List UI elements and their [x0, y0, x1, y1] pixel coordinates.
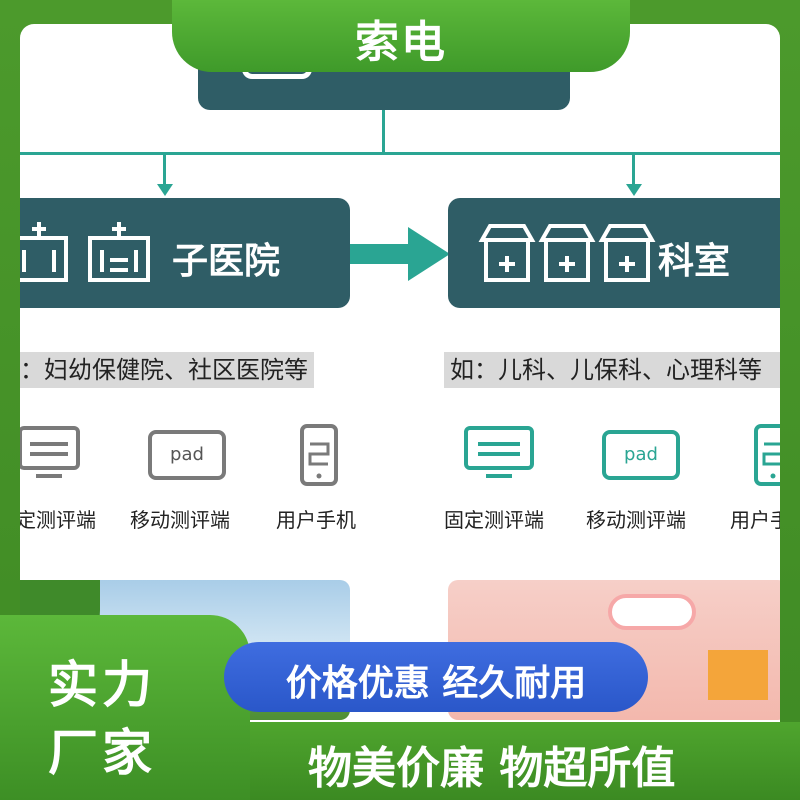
- connector-right-arrowhead: [626, 184, 642, 196]
- left-device-label-fixed: 定测评端: [20, 508, 96, 532]
- right-caption: 如：儿科、儿保科、心理科等: [444, 352, 780, 388]
- monitor-icon: [20, 426, 80, 478]
- phone-icon: [300, 424, 338, 486]
- wall-posters: [708, 650, 768, 700]
- left-device-label-phone: 用户手机: [276, 508, 356, 532]
- brand-title: 索电: [355, 17, 447, 68]
- left-caption: ：妇幼保健院、社区医院等: [20, 352, 314, 388]
- right-node-box: 科室: [448, 198, 780, 308]
- connector-left-arrowhead: [157, 184, 173, 196]
- right-node-title: 科室: [658, 241, 731, 282]
- left-node-box: 子医院: [20, 198, 350, 308]
- cloud-lamp-shape: [608, 594, 696, 630]
- right-device-label-mobile: 移动测评端: [586, 508, 686, 532]
- connector-right-drop: [632, 154, 635, 186]
- connector-left-drop: [163, 154, 166, 186]
- right-device-label-fixed: 固定测评端: [444, 508, 544, 532]
- factory-badge-line1: 实力: [48, 656, 156, 714]
- pad-icon: pad: [602, 430, 680, 480]
- left-node-title: 子医院: [172, 241, 281, 282]
- hospital-icon: [20, 222, 150, 282]
- connector-vertical-top: [382, 110, 385, 154]
- price-pill: 价格优惠 经久耐用: [224, 642, 648, 712]
- right-device-label-phone: 用户手: [730, 508, 780, 532]
- connector-horizontal: [20, 152, 780, 155]
- factory-badge-line2: 厂家: [48, 724, 156, 782]
- factory-badge: 实力 厂家: [0, 615, 250, 800]
- price-pill-text: 价格优惠 经久耐用: [285, 663, 587, 704]
- monitor-icon: [464, 426, 534, 478]
- pad-icon-text: pad: [170, 444, 204, 465]
- slogan-bar: 物美价廉 物超所值: [250, 722, 800, 800]
- store-icon: [478, 224, 656, 282]
- pad-icon: pad: [148, 430, 226, 480]
- left-device-label-mobile: 移动测评端: [130, 508, 230, 532]
- flow-arrow-icon: [350, 227, 450, 281]
- slogan-text: 物美价廉 物超所值: [308, 743, 676, 794]
- pad-icon-text: pad: [624, 444, 658, 465]
- brand-banner: 索电: [172, 0, 630, 72]
- phone-icon: [754, 424, 780, 486]
